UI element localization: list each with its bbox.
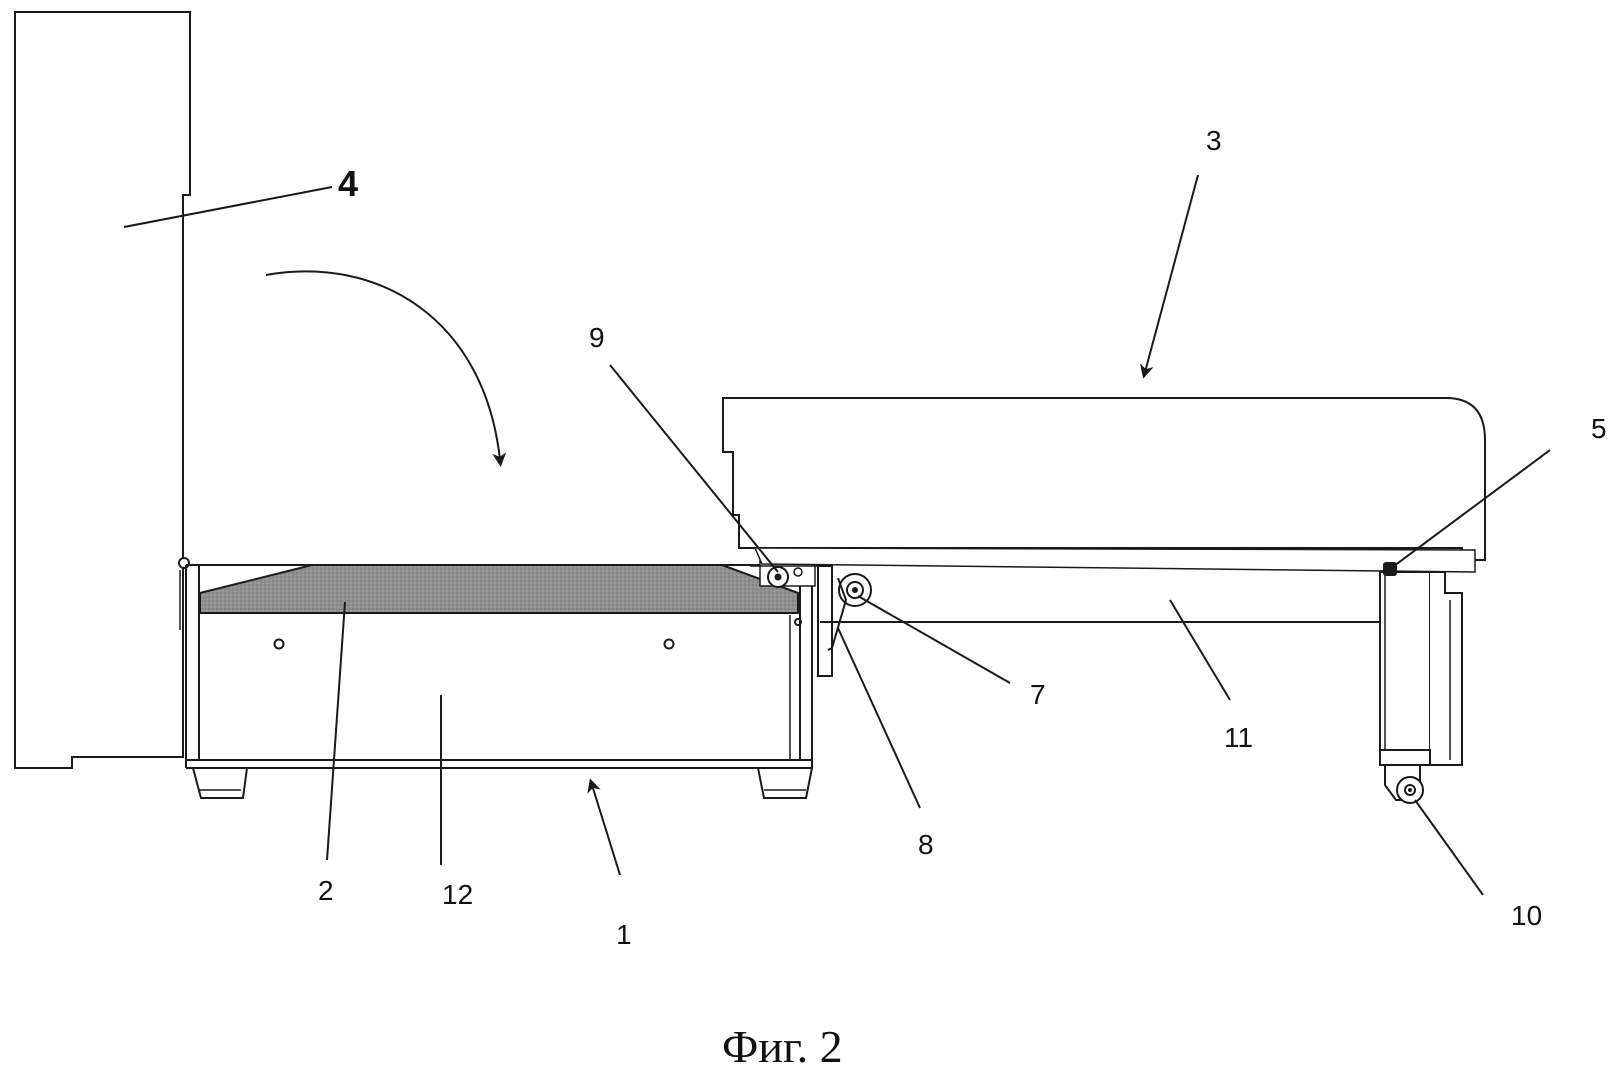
label-5: 5 bbox=[1591, 413, 1607, 444]
mattress bbox=[199, 564, 799, 614]
label-1: 1 bbox=[616, 919, 632, 950]
backrest bbox=[14, 11, 191, 769]
label-9: 9 bbox=[589, 322, 605, 353]
rotation-arrow bbox=[265, 270, 507, 467]
label-7: 7 bbox=[1030, 679, 1046, 710]
base-feet bbox=[191, 767, 814, 799]
label-4: 4 bbox=[338, 163, 358, 204]
label-3: 3 bbox=[1206, 125, 1222, 156]
label-11: 11 bbox=[1224, 722, 1253, 753]
seat-cushion bbox=[722, 397, 1486, 561]
label-12: 12 bbox=[442, 879, 473, 910]
label-2: 2 bbox=[318, 875, 334, 906]
figure-caption: Фиг. 2 bbox=[722, 1021, 843, 1072]
castor-wheel-10 bbox=[1384, 764, 1424, 804]
leader-lines bbox=[123, 174, 1551, 896]
label-10: 10 bbox=[1511, 900, 1542, 931]
label-8: 8 bbox=[918, 829, 934, 860]
slide-frame bbox=[753, 547, 1476, 766]
